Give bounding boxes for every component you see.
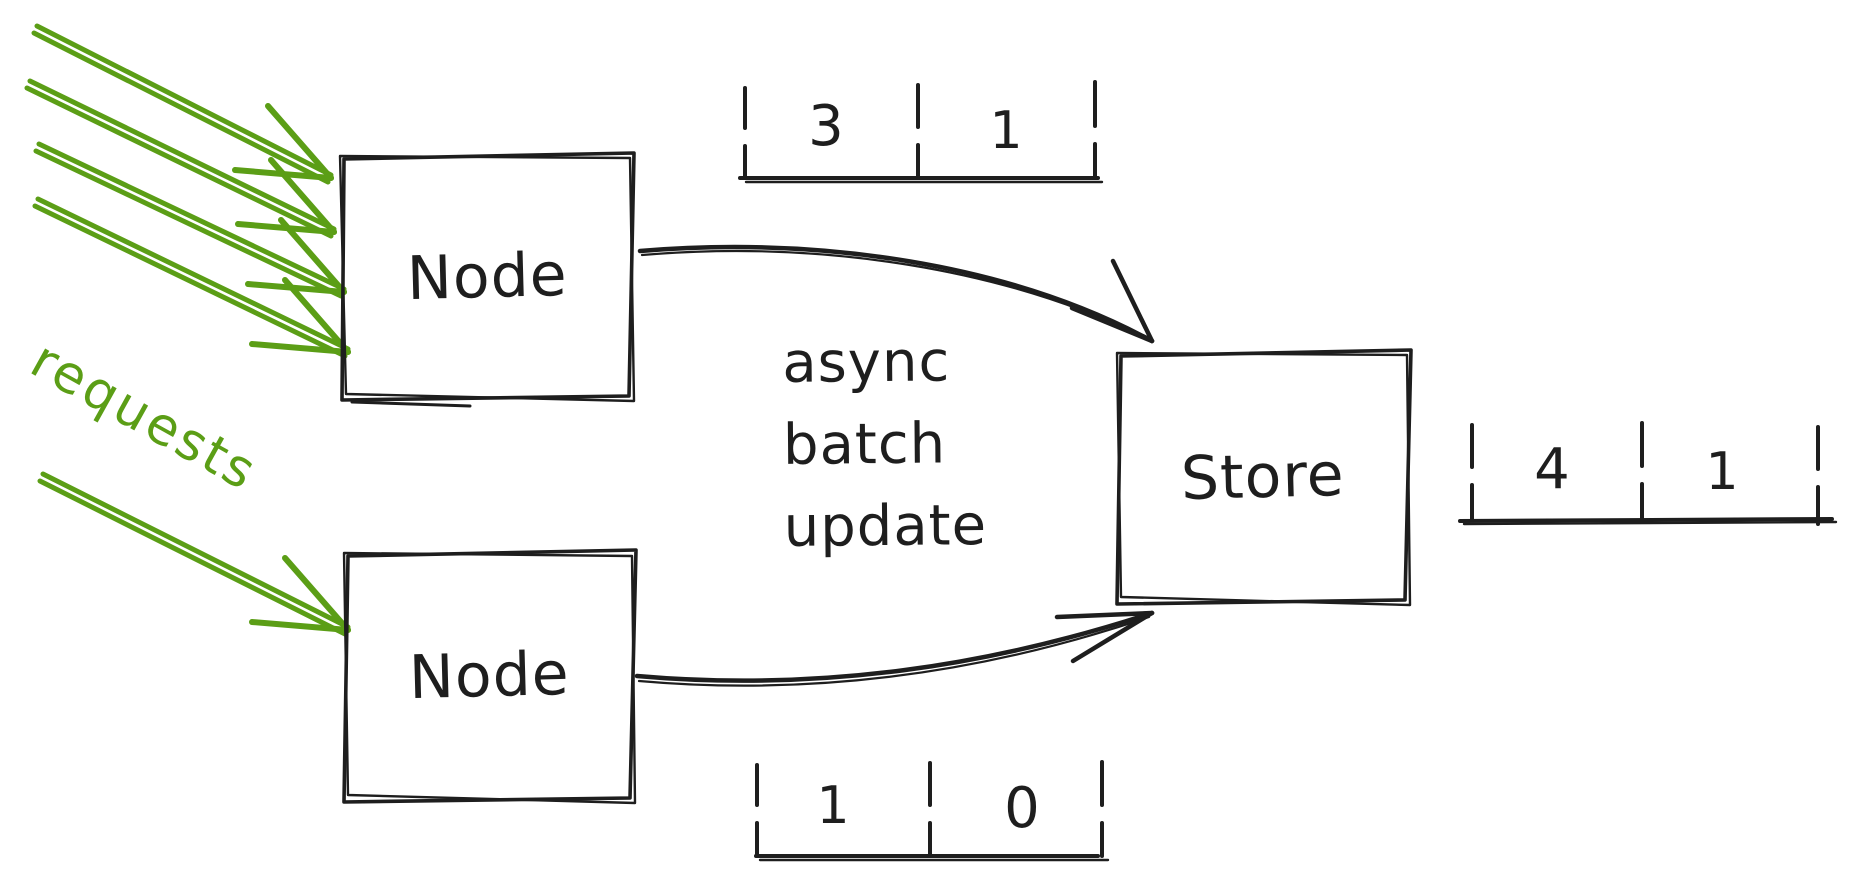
edge-label: async batch update [782, 321, 987, 569]
node-box-bottom [342, 548, 638, 805]
edge-arrow-top [637, 244, 1155, 344]
counter-top-ruler [738, 80, 1104, 184]
request-arrow [32, 196, 351, 359]
counter-store-cell-1: 1 [1705, 442, 1739, 502]
edge-label-line: batch [782, 411, 947, 478]
node-box-top [338, 151, 636, 408]
request-arrows-group [24, 23, 351, 637]
counter-top-cell-0: 3 [808, 94, 844, 159]
counter-bottom-cell-1: 0 [1004, 776, 1040, 841]
request-arrow [37, 471, 351, 637]
counter-bottom-ruler [754, 760, 1110, 862]
edge-label-line: update [783, 493, 988, 560]
edge-label-line: async [782, 329, 951, 396]
counter-bottom-cell-0: 1 [816, 776, 850, 836]
store-box [1115, 348, 1413, 607]
request-arrow [24, 78, 337, 239]
request-arrow [31, 23, 334, 185]
request-arrow [33, 141, 347, 299]
counter-top-cell-1: 1 [989, 101, 1023, 161]
counter-store-cell-0: 4 [1534, 437, 1570, 502]
counter-store-ruler [1458, 421, 1838, 526]
edge-arrow-bottom [634, 610, 1155, 687]
